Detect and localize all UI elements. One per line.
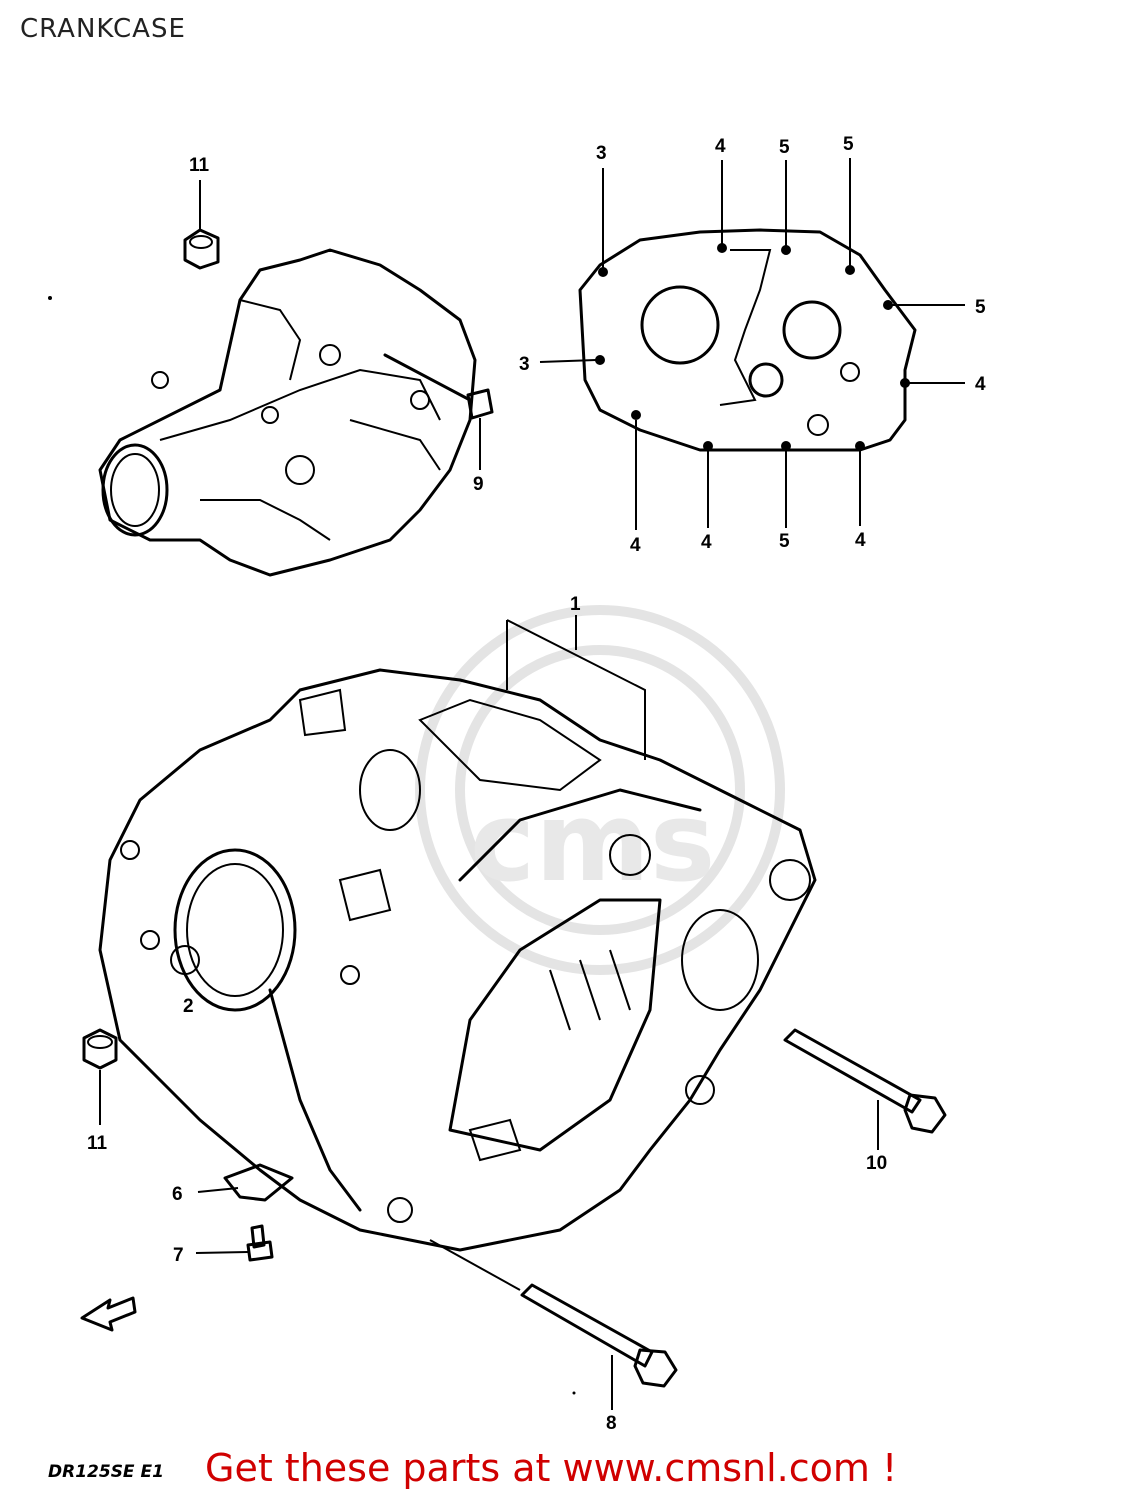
callout-11-bottom: 11 [87,1133,108,1154]
gasket-cover-plate [539,158,965,530]
callout-9: 9 [473,474,484,495]
callout-3-left: 3 [519,354,530,375]
callout-5-top-right: 5 [843,134,854,155]
upper-left-case-half [98,248,477,577]
callout-4-top: 4 [715,136,726,157]
collar-11-top [183,180,220,270]
callout-2: 2 [183,996,194,1017]
front-direction-arrow-icon [80,1296,137,1332]
callout-6: 6 [172,1184,183,1205]
screw-7 [195,1224,274,1262]
callout-11-top: 11 [189,155,210,176]
callout-5-right: 5 [975,297,986,318]
callout-10: 10 [866,1153,887,1174]
collar-11-bottom [82,1028,118,1125]
callout-4-bottom-1: 4 [630,535,641,556]
shop-link[interactable]: Get these parts at www.cmsnl.com ! [205,1446,898,1490]
main-crankcase [98,615,817,1252]
watermark-logo: cms [415,605,785,975]
model-code: DR125SE E1 [48,1462,164,1482]
bolt-9 [466,388,494,470]
callout-4-bottom-2: 4 [701,532,712,553]
callout-4-right: 4 [975,374,986,395]
callout-4-bottom-3: 4 [855,530,866,551]
callout-1: 1 [570,594,581,615]
callout-5-top-left: 5 [779,137,790,158]
callout-7: 7 [173,1245,184,1266]
callout-5-bottom: 5 [779,531,790,552]
callout-3-top: 3 [596,143,607,164]
bolt-10 [783,1028,947,1150]
page-title: CRANKCASE [20,14,186,44]
bolt-8 [429,1239,678,1410]
callout-8: 8 [606,1413,617,1434]
callout-labels: 11 9 3 4 5 5 5 3 4 4 4 5 4 1 2 11 10 6 7… [87,134,986,1434]
plate-6 [197,1163,294,1202]
